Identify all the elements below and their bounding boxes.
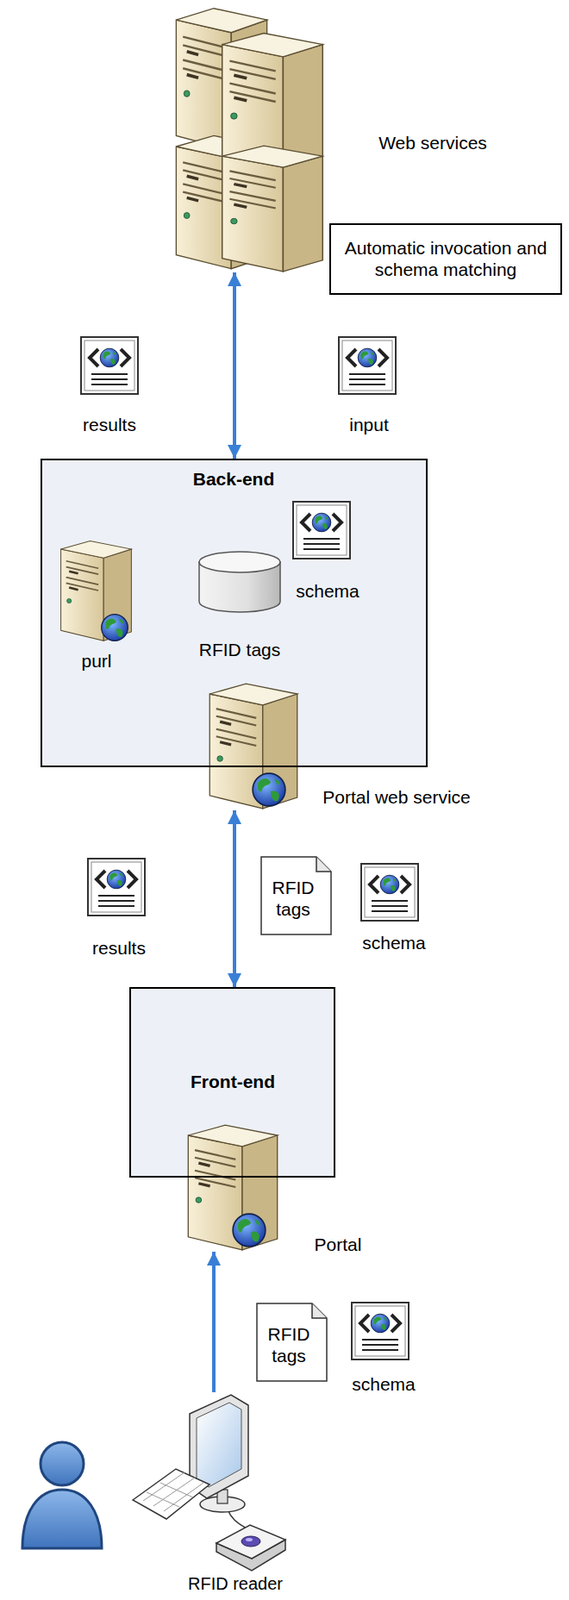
node-label: RFID tags <box>262 876 325 920</box>
xml-document-icon <box>338 337 396 394</box>
node-label: Portal <box>290 1233 386 1256</box>
rfid-reader-icon <box>216 1525 286 1571</box>
document-shape: RFID tags <box>260 856 332 936</box>
node-label: RFID reader <box>162 1573 309 1595</box>
database-cylinder <box>199 551 281 613</box>
icon-label: results <box>67 937 171 959</box>
region-box: purlRFID tagsschemaPortal web serviceBac… <box>40 458 428 768</box>
region-title: Back-end <box>104 468 363 490</box>
icon-label: results <box>57 413 162 436</box>
document-fold <box>312 1303 327 1319</box>
globe-badge <box>101 614 129 642</box>
region-title: Front-end <box>137 1070 328 1093</box>
xml-document-icon <box>293 501 351 559</box>
xml-document-icon <box>351 1302 409 1360</box>
server-icon: purl <box>51 536 143 675</box>
document-outline <box>256 1303 327 1382</box>
document-fold <box>316 856 332 872</box>
process-box: Automatic invocation and schema matching <box>329 223 563 295</box>
document-outline <box>261 856 332 935</box>
document-shape: RFID tags <box>256 1302 328 1382</box>
xml-document-icon <box>361 863 419 921</box>
arrow-connector <box>212 1251 216 1393</box>
computer-icon <box>132 1394 252 1532</box>
globe-badge <box>252 773 286 807</box>
server-icon <box>209 683 298 809</box>
server-icon: Portal web service <box>205 679 302 811</box>
xml-document-icon <box>87 858 145 916</box>
icon-label: schema <box>342 931 446 954</box>
node-label: Automatic invocation and schema matching <box>337 237 554 281</box>
workstation: RFID reader <box>129 1392 294 1576</box>
icon-label: schema <box>331 1373 436 1395</box>
icon-label: input <box>317 413 421 436</box>
xml-document-icon <box>81 337 138 394</box>
server-icon: Portal <box>183 1122 282 1252</box>
document-icon: schema <box>287 498 375 604</box>
server-icon <box>61 541 132 642</box>
region-box: PortalFront-end <box>129 987 336 1178</box>
server-stack: Web services <box>168 5 332 273</box>
arrow-connector <box>232 272 237 459</box>
node-label: schema <box>284 580 371 602</box>
globe-badge <box>232 1213 266 1247</box>
arrow-connector <box>232 810 237 988</box>
server-icon <box>222 145 324 272</box>
person-icon <box>22 1442 102 1549</box>
node-label: Web services <box>346 131 519 154</box>
node-label: RFID tags <box>179 638 301 661</box>
node-label: purl <box>53 650 140 672</box>
node-label: Portal web service <box>310 786 483 808</box>
server-icon <box>187 1125 277 1251</box>
database: RFID tags <box>181 548 302 663</box>
node-label: RFID tags <box>257 1323 320 1367</box>
